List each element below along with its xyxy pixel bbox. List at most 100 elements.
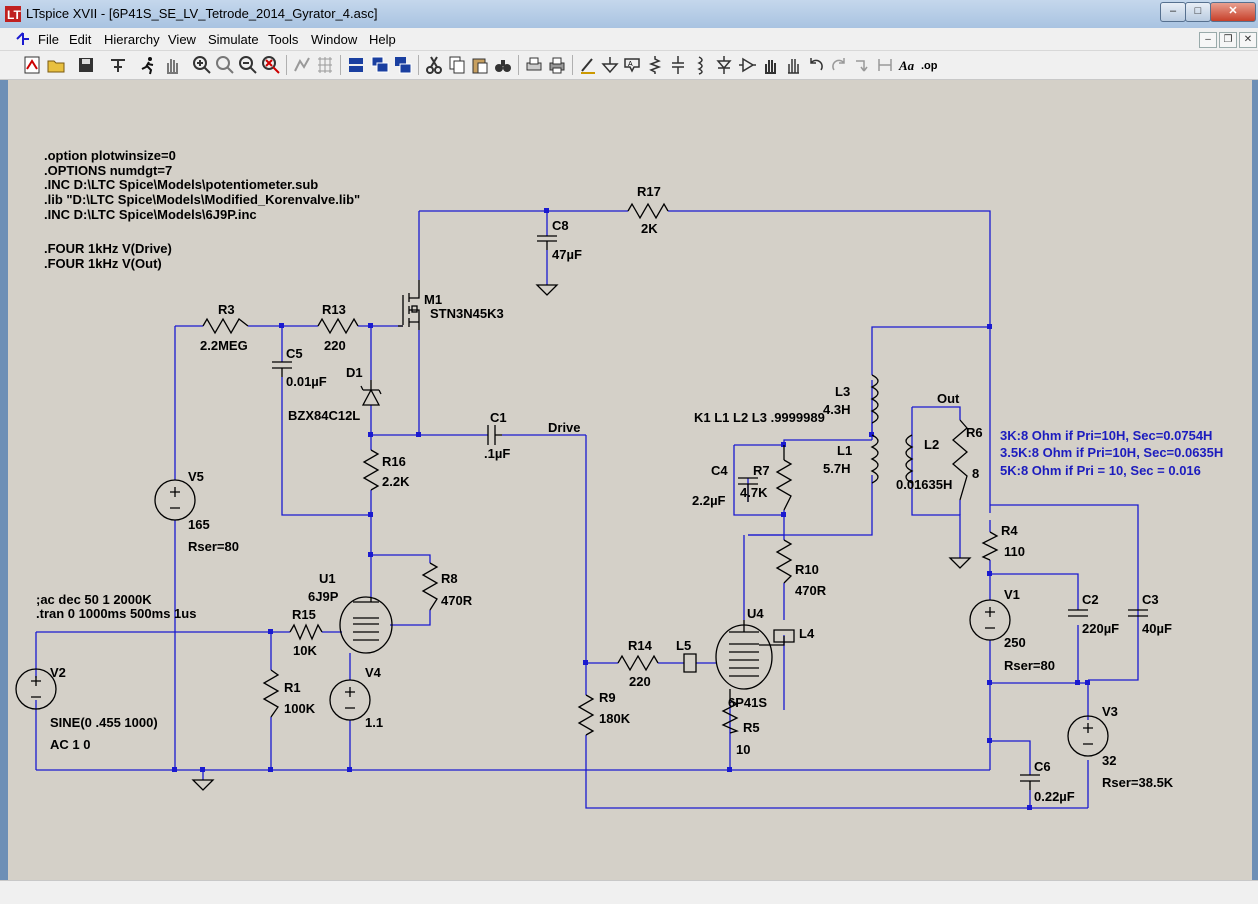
diode-icon[interactable] [714,55,734,75]
R10-symbol[interactable] [775,539,793,584]
menu-help[interactable]: Help [369,32,396,47]
analysis-directives[interactable]: ;ac dec 50 1 2000K .tran 0 1000ms 500ms … [36,592,196,621]
close-button[interactable]: ✕ [1210,2,1256,22]
spice-directives[interactable]: .option plotwinsize=0 .OPTIONS numdgt=7 … [44,148,360,271]
control-panel-icon[interactable] [108,55,128,75]
tile-horizontal-icon[interactable] [346,55,366,75]
undo-icon[interactable] [806,55,826,75]
cut-icon[interactable] [424,55,444,75]
spice-directive-icon[interactable]: .op [921,55,941,75]
R16-symbol[interactable] [362,449,380,491]
zoom-cancel-icon[interactable] [261,55,281,75]
V3-symbol[interactable] [1067,715,1109,757]
R5-symbol[interactable] [721,699,739,734]
mdi-restore-button[interactable]: ❐ [1219,32,1237,48]
menu-view[interactable]: View [168,32,196,47]
menu-window[interactable]: Window [311,32,358,47]
L3-symbol[interactable] [870,374,879,424]
ltspice-app-icon[interactable]: LT [5,6,21,22]
R6-symbol[interactable] [952,419,968,501]
resistor-icon[interactable] [645,55,665,75]
redo-icon[interactable] [829,55,849,75]
R9-symbol[interactable] [577,694,595,736]
cascade-icon[interactable] [370,55,390,75]
R8-symbol[interactable] [421,562,439,611]
component-icon[interactable] [737,55,757,75]
net-label-out[interactable]: Out [937,391,960,406]
coupling-directive[interactable]: K1 L1 L2 L3 .9999989 [694,410,825,425]
text-icon[interactable]: Aa [898,55,918,75]
C5-symbol[interactable] [272,361,292,377]
D1-symbol[interactable] [360,380,382,406]
mirror-icon[interactable] [875,55,895,75]
R14-symbol[interactable] [617,654,659,672]
drag-icon[interactable] [783,55,803,75]
open-icon[interactable] [46,55,66,75]
menu-hierarchy[interactable]: Hierarchy [104,32,160,47]
L4-symbol[interactable] [773,629,795,643]
C1-value: .1µF [484,446,510,461]
mdi-minimize-button[interactable]: – [1199,32,1217,48]
net-label-drive[interactable]: Drive [548,420,581,435]
new-schematic-icon[interactable] [22,55,42,75]
mdi-close-button[interactable]: ✕ [1239,32,1257,48]
autorange-icon[interactable] [292,55,312,75]
V5-symbol[interactable] [154,479,196,521]
U1-symbol[interactable] [339,596,393,654]
L2-symbol[interactable] [905,434,914,484]
find-icon[interactable] [493,55,513,75]
tile-vertical-icon[interactable] [393,55,413,75]
menu-tools[interactable]: Tools [268,32,299,47]
menu-file[interactable]: File [38,32,59,47]
minimize-button[interactable]: – [1160,2,1186,22]
move-icon[interactable] [760,55,780,75]
zoom-full-icon[interactable] [238,55,258,75]
U4-symbol[interactable] [715,620,785,700]
rotate-icon[interactable] [852,55,872,75]
status-bar [0,880,1258,904]
R17-symbol[interactable] [627,202,669,220]
save-icon[interactable] [76,55,96,75]
V1-symbol[interactable] [969,599,1011,641]
zoom-in-icon[interactable] [192,55,212,75]
menu-simulate[interactable]: Simulate [208,32,259,47]
copy-icon[interactable] [447,55,467,75]
grid-icon[interactable] [315,55,335,75]
maximize-button[interactable]: □ [1185,2,1211,22]
transformer-notes[interactable]: 3K:8 Ohm if Pri=10H, Sec=0.0754H 3.5K:8 … [1000,428,1223,478]
inductor-icon[interactable] [691,55,711,75]
C3-symbol[interactable] [1128,609,1148,617]
capacitor-icon[interactable] [668,55,688,75]
R4-symbol[interactable] [981,531,999,561]
halt-icon[interactable] [162,55,182,75]
toolbar: A Aa .op [0,51,1258,80]
print-icon[interactable] [547,55,567,75]
C1-symbol[interactable] [487,425,502,445]
schematic-doc-icon[interactable] [15,31,31,47]
R5-name: R5 [743,720,760,735]
R1-symbol[interactable] [262,669,280,718]
print-preview-icon[interactable] [524,55,544,75]
C6-symbol[interactable] [1020,774,1040,790]
V4-symbol[interactable] [329,679,371,721]
draw-wire-icon[interactable] [578,55,598,75]
R3-symbol[interactable] [202,317,249,335]
zoom-out-icon[interactable] [215,55,235,75]
run-icon[interactable] [138,55,158,75]
U4-name: U4 [747,606,764,621]
R15-symbol[interactable] [289,623,323,641]
L1-symbol[interactable] [870,434,879,484]
R7-symbol[interactable] [775,459,793,511]
label-net-icon[interactable]: A [622,55,642,75]
V2-symbol[interactable] [15,668,57,710]
C2-symbol[interactable] [1068,609,1088,617]
M1-symbol[interactable] [398,280,420,330]
L5-symbol[interactable] [683,653,697,673]
ground-icon[interactable] [600,55,620,75]
C4-symbol[interactable] [738,477,758,502]
menu-edit[interactable]: Edit [69,32,92,47]
C8-symbol[interactable] [537,235,557,250]
paste-icon[interactable] [470,55,490,75]
schematic-canvas[interactable]: .option plotwinsize=0 .OPTIONS numdgt=7 … [8,80,1252,880]
R13-symbol[interactable] [317,317,359,335]
